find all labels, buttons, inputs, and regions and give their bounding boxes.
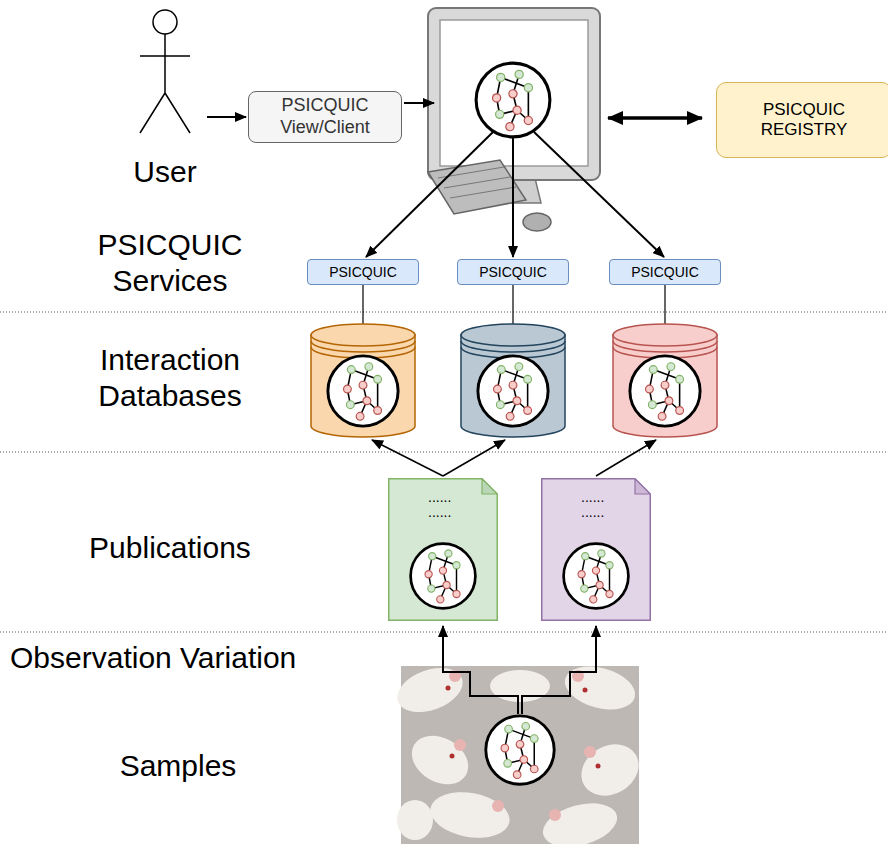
network-icon xyxy=(478,356,548,426)
keyboard-keys xyxy=(438,167,516,198)
publication-document: ............ xyxy=(541,478,651,621)
mouse xyxy=(523,213,551,231)
service-box: PSICQUIC xyxy=(609,259,721,285)
layer-label: PSICQUIC Services xyxy=(70,227,270,299)
database-cylinder xyxy=(311,335,415,437)
arrow xyxy=(522,626,596,714)
database-orange xyxy=(311,324,415,437)
actor-label: User xyxy=(125,154,205,190)
network-icon xyxy=(630,356,700,426)
arrow xyxy=(372,440,443,476)
network-icon xyxy=(486,716,554,784)
service-arrows xyxy=(366,132,664,257)
layer-label: Interaction Databases xyxy=(70,342,270,414)
double-arrow xyxy=(608,116,702,120)
placeholder-text: ...... xyxy=(581,505,604,520)
box-text: PSICQUIC xyxy=(329,264,397,281)
client-box: PSICQUIC View/Client xyxy=(248,91,402,143)
database-top xyxy=(461,324,565,346)
actor-figure: User xyxy=(125,8,205,194)
box-text: PSICQUIC xyxy=(631,264,699,281)
placeholder-text: ...... xyxy=(428,490,451,505)
link-line xyxy=(362,284,363,326)
database-top xyxy=(311,324,415,346)
publication-arrows xyxy=(372,440,656,476)
observation-arrows xyxy=(443,626,596,714)
layer-label: Samples xyxy=(78,748,278,784)
database-cylinder xyxy=(613,335,717,437)
layer-label: Observation Variation xyxy=(10,640,350,676)
registry-box: PSICQUIC REGISTRY xyxy=(716,82,888,158)
link-line xyxy=(664,284,665,326)
publication-document: ............ xyxy=(388,478,498,621)
link-line xyxy=(512,284,513,326)
box-text: PSICQUIC REGISTRY xyxy=(733,100,875,141)
database-red xyxy=(613,324,717,437)
stick-figure xyxy=(125,8,205,148)
service-box: PSICQUIC xyxy=(457,259,569,285)
layer-label: Publications xyxy=(60,530,280,566)
box-text: PSICQUIC xyxy=(479,264,547,281)
arrow xyxy=(534,132,664,257)
arrow xyxy=(596,440,656,476)
database-blue xyxy=(461,324,565,437)
arrow xyxy=(366,132,493,257)
database-cylinder xyxy=(461,335,565,437)
database-top xyxy=(613,324,717,346)
mouse-ears xyxy=(449,670,596,821)
arrow xyxy=(512,138,514,257)
network-icon xyxy=(476,63,550,137)
mice xyxy=(391,659,648,844)
placeholder-text: ...... xyxy=(581,490,604,505)
service-box: PSICQUIC xyxy=(307,259,419,285)
arrow xyxy=(404,102,434,104)
separator-line xyxy=(0,312,888,313)
mice-photo xyxy=(391,659,648,844)
box-text: PSICQUIC View/Client xyxy=(257,95,393,138)
placeholder-text: ...... xyxy=(428,505,451,520)
separator-line xyxy=(0,452,888,453)
network-icon xyxy=(328,356,398,426)
separator-lines xyxy=(0,312,888,632)
connector-arrow xyxy=(207,116,246,118)
service-db-lines xyxy=(363,284,665,326)
arrow xyxy=(443,626,518,714)
keyboard xyxy=(428,160,526,214)
arrow xyxy=(443,440,505,476)
